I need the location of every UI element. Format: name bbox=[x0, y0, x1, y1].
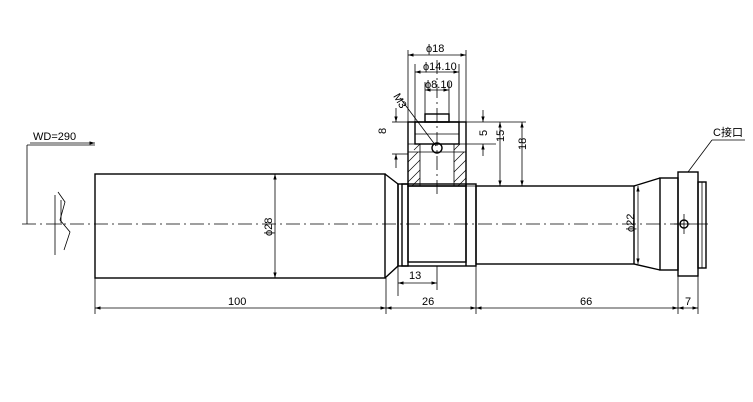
dim-len-13: 13 bbox=[409, 270, 421, 282]
rear-barrel bbox=[475, 171, 707, 277]
dim-height-15: 15 bbox=[495, 130, 507, 142]
dim-top-dia-14-10: ϕ14.10 bbox=[423, 61, 457, 73]
middle-section bbox=[397, 183, 477, 267]
m3-leader bbox=[399, 97, 437, 147]
dim-len-7: 7 bbox=[685, 296, 691, 308]
dim-top-dia-8-10: ϕ8.10 bbox=[425, 79, 453, 91]
dim-height-5: 5 bbox=[478, 130, 490, 136]
working-distance-break bbox=[26, 144, 95, 255]
front-barrel bbox=[94, 173, 399, 279]
height-dims-right bbox=[459, 110, 526, 187]
mount-label: C接口 bbox=[713, 126, 743, 139]
working-distance-label: WD=290 bbox=[33, 131, 76, 143]
dim-height-18: 18 bbox=[517, 138, 529, 150]
top-diameter-dims bbox=[407, 50, 467, 122]
dim-dia-28: ϕ28 bbox=[263, 218, 275, 236]
dim-len-100: 100 bbox=[228, 296, 246, 308]
height-8-dim bbox=[392, 108, 408, 168]
dim-len-26: 26 bbox=[422, 296, 434, 308]
dim-len-66: 66 bbox=[580, 296, 592, 308]
bottom-length-dims bbox=[94, 266, 699, 314]
dim-height-8: 8 bbox=[377, 128, 389, 134]
dim-dia-22: ϕ22 bbox=[625, 214, 637, 232]
c-mount-leader bbox=[687, 139, 713, 173]
thread-label-m3: M3 bbox=[390, 92, 408, 111]
dim-top-dia-18: ϕ18 bbox=[426, 43, 444, 55]
